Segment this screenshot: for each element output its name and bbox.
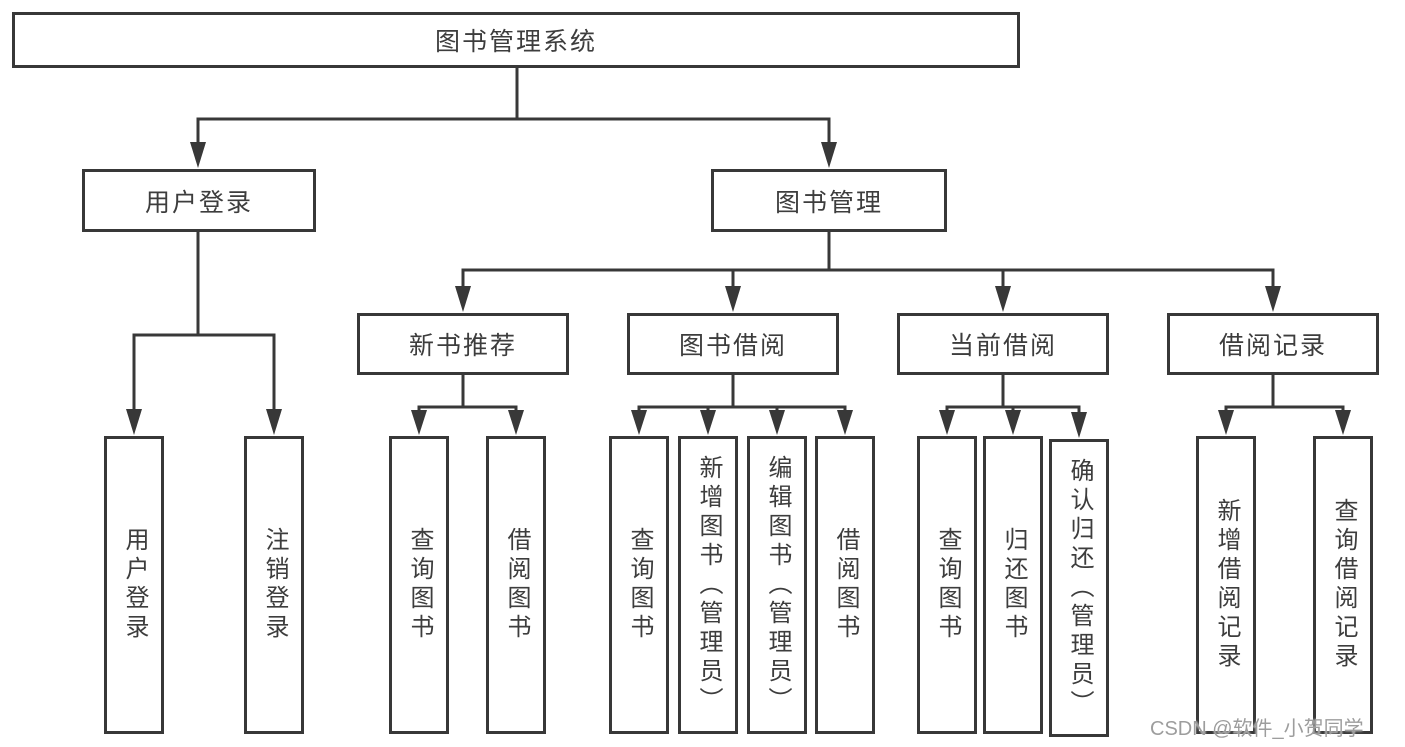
- node-user-login-label: 用户登录: [144, 188, 253, 217]
- node-user-login: 用户登录: [82, 169, 316, 232]
- node-book-borrow: 图书借阅: [627, 313, 839, 375]
- node-current-borrow: 当前借阅: [897, 313, 1109, 375]
- leaf-logout: 注销登录: [244, 436, 304, 734]
- leaf-query-books-1: 查询图书: [389, 436, 449, 734]
- node-new-book-recommend: 新书推荐: [357, 313, 569, 375]
- leaf-query-books-1-label: 查询图书: [406, 527, 433, 643]
- leaf-borrow-books-2-label: 借阅图书: [832, 527, 859, 643]
- leaf-borrow-books-2: 借阅图书: [815, 436, 875, 734]
- node-root-label: 图书管理系统: [434, 28, 597, 56]
- node-root-library-system: 图书管理系统: [12, 12, 1020, 68]
- leaf-confirm-return-admin-label: 确认归还（管理员）: [1066, 457, 1093, 719]
- arrowhead-icons: [126, 142, 1351, 438]
- leaf-add-book-admin-label: 新增图书（管理员）: [695, 454, 722, 716]
- node-book-borrow-label: 图书借阅: [678, 332, 787, 360]
- node-new-book-recommend-label: 新书推荐: [408, 332, 517, 360]
- leaf-user-login: 用户登录: [104, 436, 164, 734]
- leaf-confirm-return-admin: 确认归还（管理员）: [1049, 439, 1109, 737]
- csdn-watermark: CSDN @软件_小贺同学: [1150, 718, 1364, 740]
- leaf-add-book-admin: 新增图书（管理员）: [678, 436, 738, 734]
- leaf-borrow-books-1: 借阅图书: [486, 436, 546, 734]
- node-borrow-record: 借阅记录: [1167, 313, 1379, 375]
- leaf-borrow-books-1-label: 借阅图书: [503, 527, 530, 643]
- leaf-edit-book-admin-label: 编辑图书（管理员）: [764, 454, 791, 716]
- leaf-query-books-2: 查询图书: [609, 436, 669, 734]
- leaf-query-books-2-label: 查询图书: [626, 527, 653, 643]
- leaf-add-borrow-record: 新增借阅记录: [1196, 436, 1256, 734]
- node-borrow-record-label: 借阅记录: [1218, 332, 1327, 360]
- leaf-query-books-3: 查询图书: [917, 436, 977, 734]
- leaf-return-book: 归还图书: [983, 436, 1043, 734]
- node-book-management-label: 图书管理: [774, 188, 883, 217]
- leaf-query-borrow-record-label: 查询借阅记录: [1330, 498, 1357, 672]
- leaf-logout-label: 注销登录: [261, 527, 288, 643]
- leaf-edit-book-admin: 编辑图书（管理员）: [747, 436, 807, 734]
- leaf-query-borrow-record: 查询借阅记录: [1313, 436, 1373, 734]
- leaf-add-borrow-record-label: 新增借阅记录: [1213, 498, 1240, 672]
- node-current-borrow-label: 当前借阅: [948, 332, 1057, 360]
- leaf-user-login-label: 用户登录: [121, 527, 148, 643]
- node-book-management: 图书管理: [711, 169, 947, 232]
- leaf-return-book-label: 归还图书: [1000, 527, 1027, 643]
- leaf-query-books-3-label: 查询图书: [934, 527, 961, 643]
